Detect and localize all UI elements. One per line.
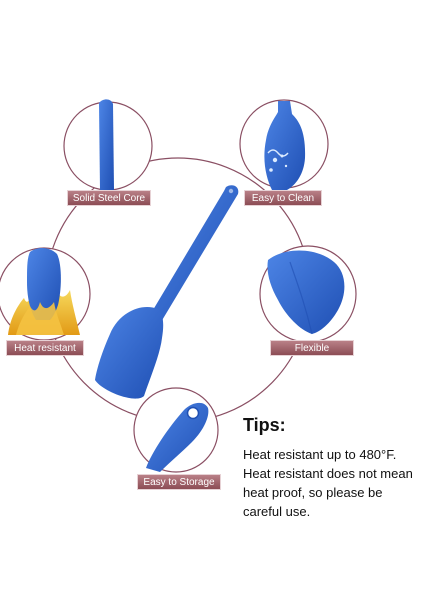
tips-box: Tips: Heat resistant up to 480°F. Heat r… bbox=[243, 415, 421, 521]
tips-line-2: Heat resistant does not mean heat proof,… bbox=[243, 466, 413, 519]
label-flexible: Flexible bbox=[270, 340, 354, 356]
tips-line-1: Heat resistant up to 480°F. bbox=[243, 447, 397, 462]
inset-easy-to-storage bbox=[133, 387, 219, 473]
label-heat-resistant: Heat resistant bbox=[6, 340, 84, 356]
tips-title: Tips: bbox=[243, 415, 286, 435]
label-easy-to-storage: Easy to Storage bbox=[137, 474, 221, 490]
label-solid-steel-core: Solid Steel Core bbox=[67, 190, 151, 206]
label-easy-to-clean: Easy to Clean bbox=[244, 190, 322, 206]
inset-easy-to-clean bbox=[239, 99, 329, 190]
inset-steel-core bbox=[63, 99, 153, 191]
inset-heat-resistant bbox=[0, 247, 91, 341]
spatula-image bbox=[95, 185, 239, 399]
inset-flexible bbox=[259, 245, 357, 343]
